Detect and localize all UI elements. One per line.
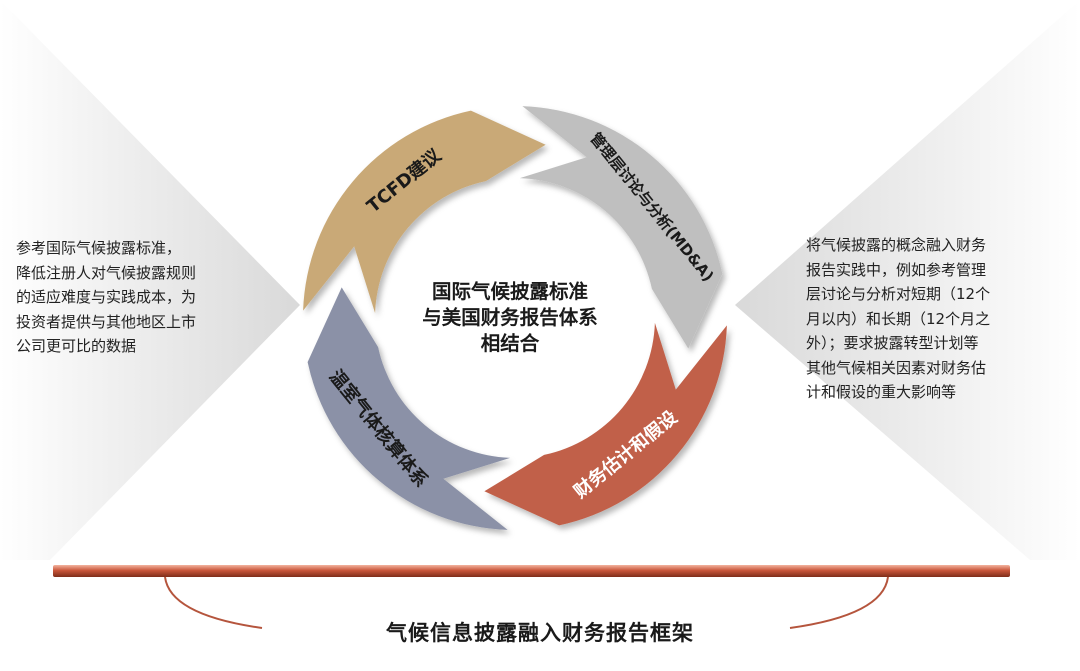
bottom-bar (53, 565, 1010, 577)
right-description: 将气候披露的概念融入财务 报告实践中，例如参考管理 层讨论与分析对短期（12个 … (806, 236, 991, 401)
bottom-caption: 气候信息披露融入财务报告框架 (386, 621, 694, 645)
cycle-segment-mda (519, 106, 723, 349)
right-panel (735, 0, 1080, 560)
cycle-ring (303, 106, 727, 530)
cycle-segment-financial-estimates (484, 322, 727, 526)
left-panel (0, 0, 300, 560)
cycle-segment-tcfd (303, 110, 546, 314)
bottom-arc-right (789, 576, 889, 629)
center-title: 国际气候披露标准 与美国财务报告体系 相结合 (422, 280, 598, 355)
cycle-segment-ghg-accounting (307, 287, 511, 530)
bottom-arc-left (164, 576, 263, 629)
left-description: 参考国际气候披露标准， 降低注册人对气候披露规则 的适应难度与实践成本，为 投资… (16, 239, 197, 355)
